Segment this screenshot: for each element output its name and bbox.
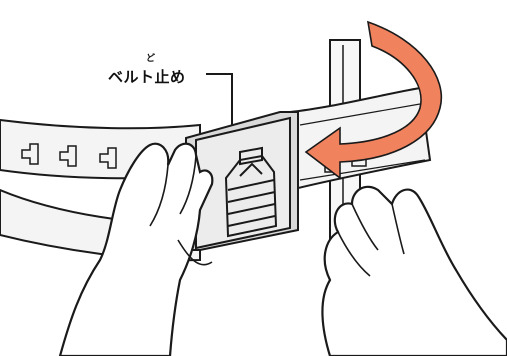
right-hand	[322, 187, 507, 356]
leader-line	[206, 74, 232, 128]
